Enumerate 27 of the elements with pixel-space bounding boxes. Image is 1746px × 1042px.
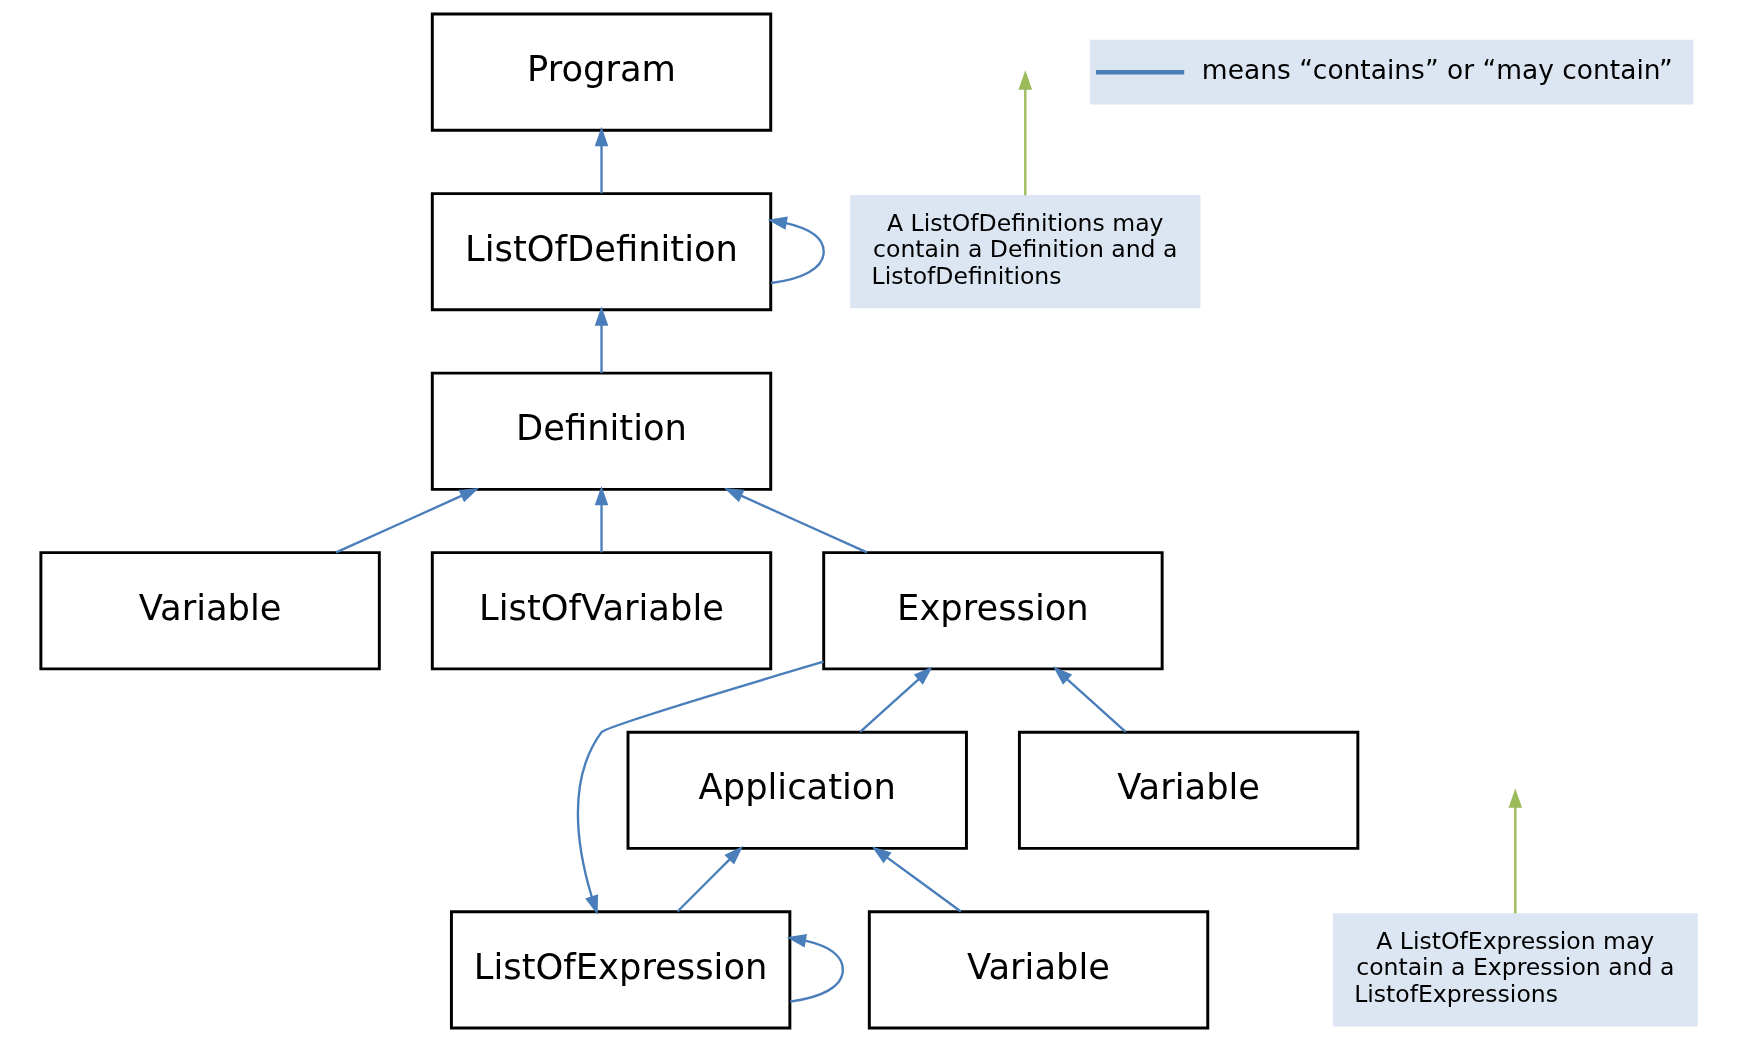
- arrow: [786, 934, 844, 1003]
- node-box: Definition: [430, 371, 773, 491]
- arrow: [576, 660, 824, 915]
- arrow: [767, 216, 825, 285]
- arrow: [1018, 70, 1033, 196]
- node-box: ListOfDefinition: [430, 192, 773, 312]
- arrow: [335, 488, 479, 554]
- node-box: Variable: [39, 551, 381, 671]
- node-box: A ListOfDefinitions may contain a Definition and a ListofDefinitions: [850, 195, 1201, 309]
- node-box: Variable: [1017, 730, 1360, 850]
- arrow: [594, 485, 609, 553]
- node-box: ListOfExpression: [449, 910, 792, 1030]
- arrow: [1508, 788, 1523, 914]
- node-box: Application: [626, 730, 968, 850]
- arrow: [724, 488, 868, 554]
- arrow: [676, 845, 743, 913]
- arrow: [1053, 666, 1127, 733]
- node-box: ListOfVariable: [430, 551, 773, 671]
- node-box: Expression: [822, 551, 1164, 671]
- arrow: [594, 126, 609, 194]
- arrow: [859, 666, 933, 733]
- legend-label: means “contains” or “may contain”: [1201, 53, 1673, 85]
- arrow: [871, 846, 962, 913]
- node-box: A ListOfExpression may contain a Expression and a ListofExpressions: [1332, 913, 1698, 1027]
- arrow: [594, 306, 609, 373]
- node-box: Program: [430, 12, 773, 132]
- node-box: Variable: [867, 910, 1210, 1030]
